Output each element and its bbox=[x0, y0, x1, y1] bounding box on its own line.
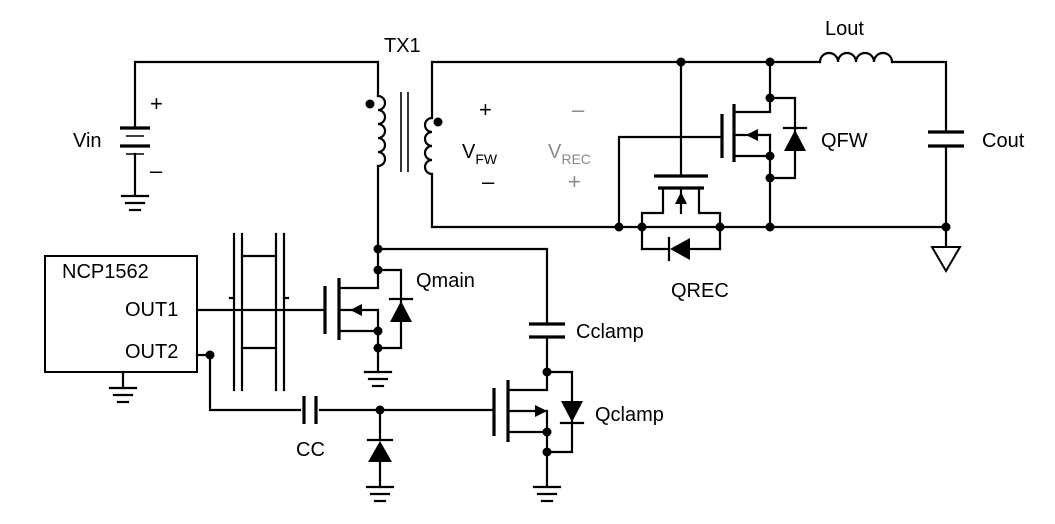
ground-icon bbox=[108, 386, 138, 404]
vrec-plus-sign: + bbox=[568, 169, 581, 194]
qmain-mosfet bbox=[323, 244, 414, 388]
secondary-bottom-rail bbox=[430, 222, 951, 248]
qfw-label: QFW bbox=[821, 130, 868, 152]
cout-label: Cout bbox=[982, 130, 1025, 152]
ground-icon bbox=[365, 485, 395, 503]
qmain-label: Qmain bbox=[416, 270, 475, 292]
qfw-mosfet bbox=[617, 60, 808, 229]
vin-label: Vin bbox=[73, 130, 102, 152]
cc-label: CC bbox=[296, 439, 325, 461]
inductor-lout bbox=[818, 51, 948, 134]
vrec-label-sub: REC bbox=[561, 151, 591, 167]
cc-clamp-diode bbox=[365, 408, 395, 503]
qrec-mosfet bbox=[640, 60, 722, 262]
vfw-label-sub: FW bbox=[475, 151, 498, 167]
vin-plus-sign: + bbox=[150, 91, 163, 116]
transformer-tx1 bbox=[365, 60, 443, 251]
lout-label: Lout bbox=[825, 18, 864, 40]
vfw-label-main: V bbox=[462, 141, 476, 163]
vrec-label: VREC bbox=[548, 141, 591, 167]
vfw-label: VFW bbox=[462, 141, 498, 167]
tx1-label: TX1 bbox=[384, 35, 421, 57]
vfw-minus-sign: – bbox=[482, 169, 495, 194]
qclamp-label: Qclamp bbox=[595, 404, 664, 426]
capacitor-cclamp bbox=[376, 247, 565, 374]
vrec-minus-sign: – bbox=[572, 97, 585, 122]
qclamp-mosfet bbox=[492, 367, 585, 503]
qrec-label: QREC bbox=[671, 280, 729, 302]
ground-icon bbox=[363, 370, 393, 388]
ncp1562-controller bbox=[44, 255, 198, 404]
secondary-top-rail bbox=[430, 57, 822, 67]
output-ground-icon bbox=[930, 246, 962, 273]
ground-icon bbox=[120, 194, 150, 212]
out2-pin-label: OUT2 bbox=[125, 341, 178, 363]
vrec-label-main: V bbox=[548, 141, 562, 163]
vin-minus-sign: – bbox=[150, 158, 163, 183]
ground-icon bbox=[532, 485, 562, 503]
capacitor-cout bbox=[928, 130, 964, 229]
ncp1562-label: NCP1562 bbox=[62, 261, 149, 283]
cclamp-label: Cclamp bbox=[576, 321, 644, 343]
out2-drive-path bbox=[195, 350, 496, 424]
vfw-plus-sign: + bbox=[479, 97, 492, 122]
vin-battery bbox=[120, 60, 380, 212]
out1-pin-label: OUT1 bbox=[125, 299, 178, 321]
gate-drive-coupler bbox=[228, 232, 290, 392]
